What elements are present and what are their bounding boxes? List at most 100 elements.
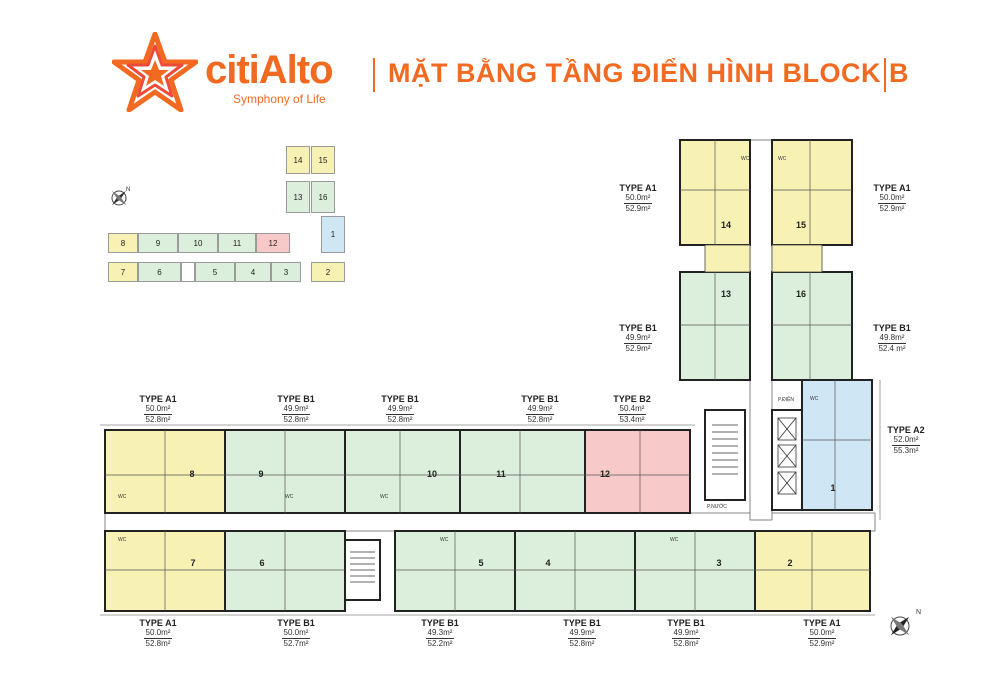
- water-room-label: P.NƯỚC: [707, 503, 727, 510]
- unit-type: TYPE B1: [421, 618, 459, 628]
- unit-area-gross: 52.8m²: [283, 415, 309, 424]
- unit-area-net: 49.9m²: [385, 404, 415, 415]
- stair-treads: [350, 424, 738, 583]
- unit-area-gross: 52.8m²: [145, 415, 171, 424]
- unit-area-gross: 53.4m²: [619, 415, 645, 424]
- unit-type: TYPE B1: [277, 618, 315, 628]
- unit-2-fill: [754, 530, 871, 612]
- unit-13-info: TYPE B1 49.9m² 52.9m²: [598, 323, 678, 354]
- core-lift: [771, 409, 803, 511]
- unit-number-12: 12: [600, 469, 610, 479]
- unit-type: TYPE A1: [619, 183, 657, 193]
- unit-number-6: 6: [259, 558, 264, 568]
- unit-area-gross: 55.3m²: [893, 446, 919, 455]
- unit-area-net: 50.0m²: [143, 404, 173, 415]
- wc-label: WC: [118, 494, 127, 500]
- wc-label: WC: [440, 537, 449, 543]
- unit-number-11: 11: [496, 469, 506, 479]
- unit-number-3: 3: [716, 558, 721, 568]
- unit-type: TYPE B1: [277, 394, 315, 404]
- unit-number-2: 2: [787, 558, 792, 568]
- unit-15-fill: [771, 139, 853, 246]
- key-unit-9: 9: [138, 233, 178, 253]
- wc-label: WC: [118, 537, 127, 543]
- unit-number-1: 1: [830, 483, 835, 493]
- unit-1-fill: [801, 379, 873, 511]
- unit-area-net: 49.3m²: [425, 628, 455, 639]
- unit-type: TYPE A1: [803, 618, 841, 628]
- key-unit-13: 13: [286, 181, 310, 213]
- unit-10-info: TYPE B1 49.9m² 52.8m²: [360, 394, 440, 425]
- unit-15-info: TYPE A1 50.0m² 52.9m²: [852, 183, 932, 214]
- unit-area-gross: 52.8m²: [387, 415, 413, 424]
- unit-number-9: 9: [258, 469, 263, 479]
- unit-number-13: 13: [721, 289, 731, 299]
- unit-type: TYPE B1: [873, 323, 911, 333]
- unit-area-gross: 52.2m²: [427, 639, 453, 648]
- unit-area-net: 52.0m²: [891, 435, 921, 446]
- unit-type: TYPE B1: [563, 618, 601, 628]
- unit-type: TYPE B1: [619, 323, 657, 333]
- key-unit-6: 6: [138, 262, 181, 282]
- unit-16-info: TYPE B1 49.8m² 52.4 m²: [852, 323, 932, 354]
- key-unit-8: 8: [108, 233, 138, 253]
- interior-partitions: [105, 140, 872, 611]
- unit-area-net: 49.9m²: [281, 404, 311, 415]
- citialto-star-logo: [112, 32, 198, 112]
- unit-area-gross: 52.9m²: [809, 639, 835, 648]
- unit-number-4: 4: [545, 558, 550, 568]
- unit-type: TYPE A1: [139, 394, 177, 404]
- unit-1-info: TYPE A2 52.0m² 55.3m²: [866, 425, 946, 456]
- unit-type: TYPE A1: [139, 618, 177, 628]
- key-unit-2: 2: [311, 262, 345, 282]
- power-room-label: P.ĐIỆN: [778, 395, 794, 403]
- unit-14-balcony: [704, 244, 751, 273]
- wc-label: WC: [778, 156, 787, 162]
- unit-area-net: 50.4m²: [617, 404, 647, 415]
- unit-12-info: TYPE B2 50.4m² 53.4m²: [592, 394, 672, 425]
- unit-6-info: TYPE B1 50.0m² 52.7m²: [256, 618, 336, 649]
- unit-area-net: 50.0m²: [281, 628, 311, 639]
- vertical-corridor: [749, 139, 773, 521]
- key-unit-10: 10: [178, 233, 218, 253]
- unit-7-info: TYPE A1 50.0m² 52.8m²: [118, 618, 198, 649]
- unit-10-fill: [344, 429, 461, 514]
- unit-3-info: TYPE B1 49.9m² 52.8m²: [646, 618, 726, 649]
- key-unit-14: 14: [286, 146, 310, 174]
- key-unit-7: 7: [108, 262, 138, 282]
- core-stair-1: [704, 409, 746, 501]
- compass-label: N: [126, 187, 130, 193]
- unit-area-net: 49.9m²: [525, 404, 555, 415]
- unit-area-gross: 52.8m²: [145, 639, 171, 648]
- unit-11-fill: [459, 429, 586, 514]
- unit-number-5: 5: [478, 558, 483, 568]
- unit-area-net: 50.0m²: [623, 193, 653, 204]
- key-plan: N 14 15 13 16 8 9 10 11 12 1 7 6 5 4 3 2: [0, 0, 1000, 300]
- unit-area-gross: 52.8m²: [527, 415, 553, 424]
- brand-name: citiAlto: [205, 48, 334, 92]
- key-unit-11: 11: [218, 233, 256, 253]
- unit-type: TYPE B1: [667, 618, 705, 628]
- unit-number-15: 15: [796, 220, 806, 230]
- key-unit-16: 16: [311, 181, 335, 213]
- unit-5-info: TYPE B1 49.3m² 52.2m²: [400, 618, 480, 649]
- unit-type: TYPE A1: [873, 183, 911, 193]
- unit-number-10: 10: [427, 469, 437, 479]
- compass-icon: N: [111, 187, 130, 206]
- unit-16-fill: [771, 271, 853, 381]
- unit-type: TYPE B1: [381, 394, 419, 404]
- key-core: [181, 262, 195, 282]
- wc-label: WC: [380, 494, 389, 500]
- unit-number-8: 8: [189, 469, 194, 479]
- unit-type: TYPE B2: [613, 394, 651, 404]
- unit-8-info: TYPE A1 50.0m² 52.8m²: [118, 394, 198, 425]
- title-divider-right: [884, 58, 886, 92]
- unit-area-net: 49.9m²: [623, 333, 653, 344]
- unit-number-16: 16: [796, 289, 806, 299]
- unit-area-gross: 52.8m²: [673, 639, 699, 648]
- wc-label: WC: [741, 156, 750, 162]
- unit-2-info: TYPE A1 50.0m² 52.9m²: [782, 618, 862, 649]
- page-title: MẶT BẰNG TẦNG ĐIỂN HÌNH BLOCK B: [388, 58, 909, 88]
- unit-area-gross: 52.4 m²: [878, 344, 906, 353]
